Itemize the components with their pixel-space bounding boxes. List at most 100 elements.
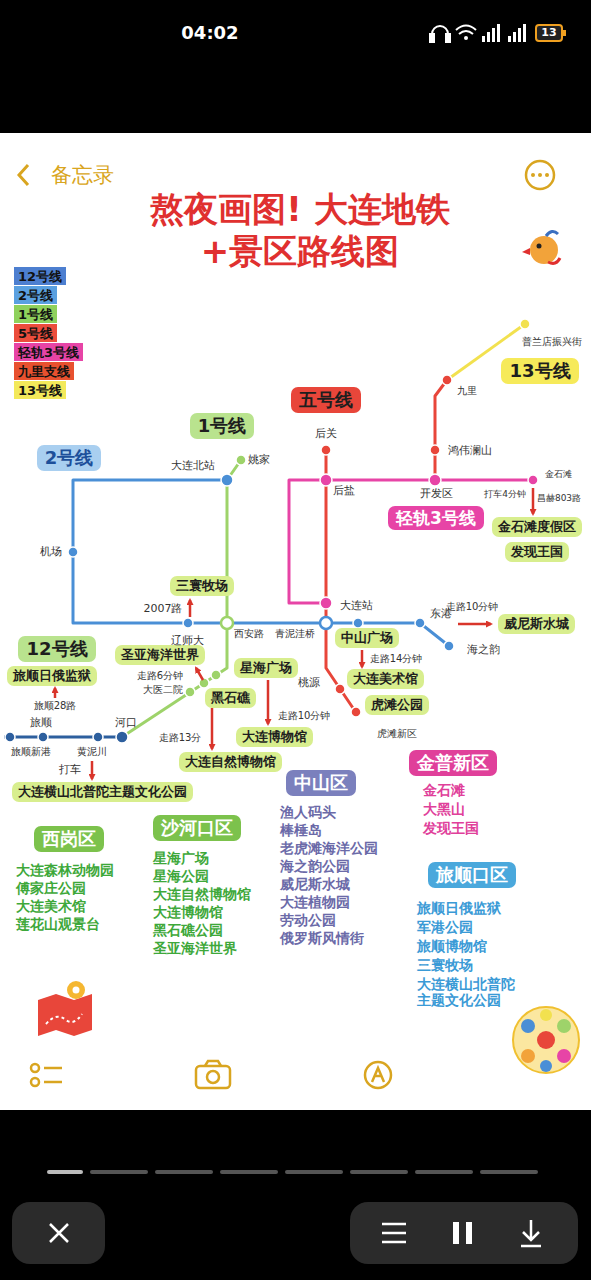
legend-text: 13号线	[18, 383, 62, 398]
map-circle	[444, 641, 454, 651]
map-path	[46, 1014, 82, 1024]
station-label: 旅顺28路	[34, 700, 77, 712]
map-circle	[464, 36, 468, 40]
station-label: 旅顺	[30, 717, 52, 730]
map-circle	[537, 1031, 555, 1049]
ball-icon	[513, 1007, 579, 1073]
station-label: 昌赫803路	[537, 493, 581, 503]
legend-text: 九里支线	[18, 364, 70, 379]
map-rect	[480, 1170, 538, 1174]
attraction-box: 星海广场	[234, 658, 298, 678]
district-item: 星海公园	[153, 868, 209, 884]
map-rect	[430, 34, 434, 42]
line-title-box: 旅顺口区	[428, 862, 516, 888]
map-circle	[185, 687, 195, 697]
attraction-box: 中山广场	[335, 628, 399, 648]
station-label: 打车	[59, 764, 81, 777]
map-icon	[38, 981, 92, 1036]
line-title-box: 2号线	[37, 445, 102, 471]
district-item: 大黑山	[423, 801, 465, 817]
legend-text: 2号线	[18, 288, 53, 303]
box-text: 13号线	[509, 360, 570, 382]
map-rect	[285, 1170, 343, 1174]
attraction-box: 大连自然博物馆	[179, 752, 282, 772]
box-text: 旅顺日俄监狱	[13, 668, 91, 684]
line-title-box: 轻轨3号线	[388, 506, 484, 530]
legend-text: 5号线	[18, 326, 53, 341]
station-label: 东港	[430, 608, 452, 621]
station-label: 大连站	[340, 600, 373, 613]
district-item: 大连自然博物馆	[153, 886, 251, 902]
station-label: 虎滩新区	[377, 728, 417, 740]
map-path	[50, 1224, 68, 1242]
station-label: 走路14分钟	[370, 653, 423, 665]
box-text: 2号线	[45, 447, 94, 469]
attraction-box: 圣亚海洋世界	[115, 645, 205, 665]
district-item: 老虎滩海洋公园	[280, 840, 378, 856]
map-path	[382, 1224, 406, 1242]
map-rect	[492, 28, 495, 42]
map-path	[546, 231, 558, 236]
status-text: 04:02	[181, 23, 238, 44]
map-circle	[68, 547, 78, 557]
box-text: 大连博物馆	[242, 729, 307, 745]
map-line	[189, 600, 192, 617]
map-rect	[220, 1170, 278, 1174]
station-dots	[5, 319, 538, 743]
map-circle	[67, 981, 85, 999]
attraction-box: 大连博物馆	[236, 727, 313, 747]
map-circle	[429, 474, 441, 486]
station-label: 后盐	[333, 485, 355, 498]
district-item: 俄罗斯风情街	[280, 930, 364, 946]
map-circle	[221, 617, 233, 629]
map-rect	[47, 1170, 83, 1174]
station-label: 河口	[115, 717, 137, 730]
map-rect	[350, 1170, 408, 1174]
station-label: 海之韵	[467, 644, 500, 657]
box-text: 大连美术馆	[353, 671, 418, 687]
legend-swatch: 12号线	[14, 267, 66, 285]
map-rect	[90, 1170, 148, 1174]
map-rect	[453, 1222, 459, 1244]
map-rect	[415, 1170, 473, 1174]
map-circle	[73, 987, 80, 994]
legend-swatch: 九里支线	[14, 362, 74, 380]
map-circle	[545, 173, 549, 177]
map-circle	[430, 445, 440, 455]
box-text: 轻轨3号线	[396, 508, 476, 528]
legend-text: 12号线	[18, 269, 62, 284]
station-label: 走路6分钟	[137, 670, 183, 682]
map-rect	[487, 32, 490, 42]
district-item: 三寰牧场	[417, 957, 473, 973]
map-rect	[536, 25, 562, 41]
map-circle	[183, 618, 193, 628]
box-text: 发现王国	[511, 544, 563, 560]
station-label: 旅顺新港	[11, 746, 51, 758]
line-title-box: 五号线	[291, 387, 361, 413]
map-rect	[196, 1066, 230, 1088]
map-line	[196, 668, 203, 680]
box-text: 三寰牧场	[176, 578, 228, 594]
station-label: 走路13分	[159, 732, 202, 744]
line-title-box: 中山区	[286, 770, 356, 796]
box-text: 金普新区	[417, 752, 489, 774]
district-item: 发现王国	[423, 820, 479, 836]
map-circle	[353, 618, 363, 628]
legend-swatch: 2号线	[14, 286, 57, 304]
memo-back-text: 备忘录	[51, 163, 114, 187]
legend-swatch: 5号线	[14, 324, 57, 342]
station-label: 走路10分钟	[446, 601, 499, 613]
legend-text: 1号线	[18, 307, 53, 322]
line-title-box: 13号线	[501, 358, 578, 384]
station-label: 桃源	[298, 677, 320, 690]
map-circle	[199, 678, 209, 688]
map-circle	[415, 618, 425, 628]
district-item: 威尼斯水城	[280, 876, 350, 892]
map-circle	[320, 597, 332, 609]
attraction-box: 旅顺日俄监狱	[7, 666, 97, 686]
attraction-box: 大连横山北普陀主题文化公园	[12, 782, 193, 802]
map-circle	[221, 474, 233, 486]
attraction-box: 三寰牧场	[170, 576, 234, 596]
map-line	[458, 623, 491, 626]
